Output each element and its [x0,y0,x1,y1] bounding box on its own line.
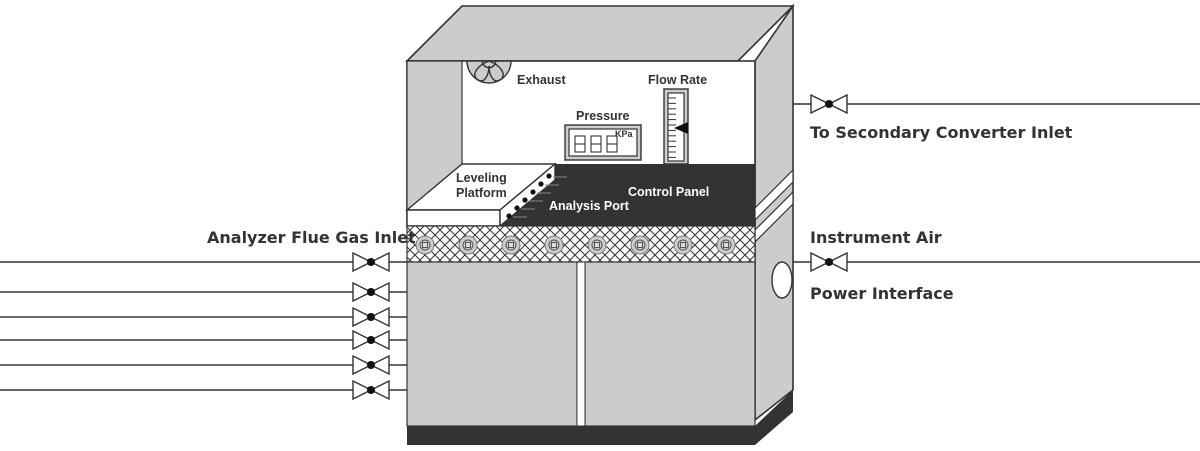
inlet-valve-icon[interactable] [352,354,390,376]
cabinet-door-left[interactable] [406,261,578,427]
analysis-port-icon[interactable] [506,213,512,219]
outlet-valve-icon[interactable] [810,93,848,115]
bolt-icon [458,235,478,255]
pressure-digits [574,135,618,153]
analyzer-flue-gas-inlet-label: Analyzer Flue Gas Inlet [207,228,416,247]
flow-rate-label: Flow Rate [648,73,707,87]
control-panel [500,164,755,226]
pressure-unit: KPa [615,129,634,139]
bolt-icon [716,235,736,255]
bolt-icon [630,235,650,255]
bolt-icon [415,235,435,255]
analysis-port-icon[interactable] [522,197,528,203]
panel-bolts [415,235,736,255]
analysis-port-icon[interactable] [514,205,520,211]
door-gap [576,261,586,427]
cabinet-door-right[interactable] [584,261,756,427]
analysis-port-icon[interactable] [538,181,544,187]
cabinet-top [405,5,795,62]
digit-display [606,135,618,153]
leveling-platform [405,162,557,228]
analysis-port-icon[interactable] [546,173,552,179]
exhaust-label: Exhaust [517,73,566,87]
cabinet-base [407,426,755,445]
exhaust-fan-icon[interactable] [466,60,512,84]
cabinet-base-side [755,390,793,445]
power-interface-label: Power Interface [810,284,954,303]
bolt-icon [587,235,607,255]
power-interface-port[interactable] [771,261,793,299]
leveling-label-line1: Leveling [456,171,507,185]
inlet-valve-icon[interactable] [352,281,390,303]
bolt-icon [544,235,564,255]
digit-display [590,135,602,153]
leveling-label-line2: Platform [456,186,507,200]
bolt-icon [501,235,521,255]
flow-meter-ticks [668,97,676,158]
inlet-valve-icon[interactable] [352,329,390,351]
digit-display [574,135,586,153]
flow-indicator-arrow-icon [674,122,688,134]
inlet-valve-icon[interactable] [352,306,390,328]
analysis-port-label: Analysis Port [549,199,630,213]
analysis-ports [506,173,567,219]
analysis-port-icon[interactable] [530,189,536,195]
inlet-valve-icon[interactable] [352,251,390,273]
instrument-air-label: Instrument Air [810,228,942,247]
flow-rate-meter[interactable] [663,88,689,165]
bolt-icon [673,235,693,255]
pressure-gauge[interactable]: KPa [564,124,642,161]
pressure-label: Pressure [576,109,630,123]
piping [0,93,1200,401]
control-panel-label: Control Panel [628,185,709,199]
inlet-valve-icon[interactable] [352,379,390,401]
outlet-valve-icon[interactable] [810,251,848,273]
secondary-converter-inlet-label: To Secondary Converter Inlet [810,123,1073,142]
